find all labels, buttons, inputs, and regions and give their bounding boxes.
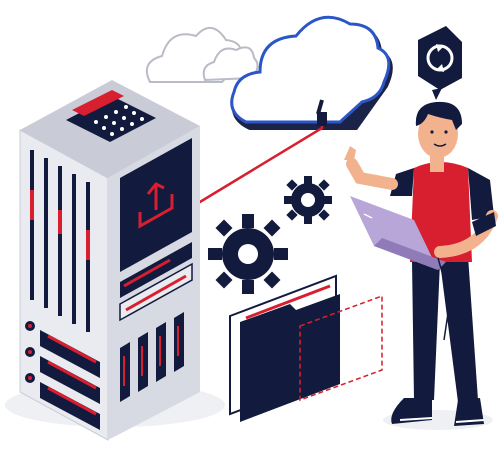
drive-bay-right	[120, 312, 184, 402]
cloud-icon	[230, 15, 393, 130]
outline-cloud-icon	[146, 27, 259, 83]
drive-bay-left	[25, 321, 100, 430]
person-with-laptop	[344, 101, 498, 426]
gear-icon	[208, 214, 288, 294]
cable-plug	[317, 112, 327, 126]
upload-icon	[138, 182, 174, 229]
gear-icon	[284, 176, 332, 224]
sync-icon	[418, 26, 462, 100]
server-top-keypad	[66, 90, 156, 142]
laptop-icon	[350, 196, 446, 270]
folder-icon	[229, 274, 383, 422]
server-tower-icon	[19, 80, 200, 441]
